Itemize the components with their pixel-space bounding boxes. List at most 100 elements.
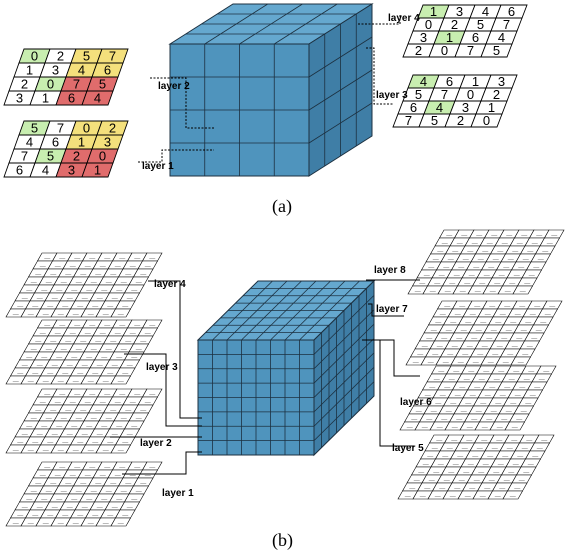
layer-4-value: 0 xyxy=(441,43,448,58)
layer-1-value: 1 xyxy=(94,163,101,178)
layer-1-value: 3 xyxy=(104,135,111,150)
cube-grid-line xyxy=(313,366,375,427)
right-layer-grids-b xyxy=(397,229,565,500)
layer-2-value: 7 xyxy=(109,49,116,64)
connector-layer-2 xyxy=(150,77,214,129)
layer-3-value: 3 xyxy=(462,100,469,115)
caption-b: (b) xyxy=(272,530,293,551)
cube-b-grid xyxy=(198,280,375,455)
b-layer-6-label: layer 6 xyxy=(400,397,432,408)
layer-2-value: 5 xyxy=(83,49,90,64)
cube-a-grid xyxy=(170,3,373,176)
layer-4-value: 1 xyxy=(446,30,453,45)
layer-3-value: 4 xyxy=(436,100,443,115)
b-layer-8-grid xyxy=(407,229,565,295)
layer-2-value: 4 xyxy=(94,91,101,106)
b-layer-1-grid xyxy=(5,461,163,527)
layer-2-value: 4 xyxy=(78,63,85,78)
layer-4-value: 6 xyxy=(472,30,479,45)
layer-3-cell xyxy=(470,113,503,128)
connector-b-layer-7 xyxy=(368,303,404,317)
layer-3-value: 6 xyxy=(446,74,453,89)
cube-grid-line xyxy=(299,280,360,341)
layer-2-value: 6 xyxy=(104,63,111,78)
layer-2-value: 2 xyxy=(21,77,28,92)
connector-layer-3 xyxy=(366,47,394,105)
b-layer-7-grid xyxy=(405,300,563,366)
b-layer-3-grid xyxy=(5,319,163,385)
b-layer-1-label: layer 1 xyxy=(162,488,194,499)
layer-2-value: 7 xyxy=(73,77,80,92)
layer-1-label: layer 1 xyxy=(142,161,174,172)
layer-4-value: 3 xyxy=(420,30,427,45)
layer-3-value: 2 xyxy=(457,113,464,128)
b-layer-3-label: layer 3 xyxy=(146,362,178,373)
b-layer-8-label: layer 8 xyxy=(374,265,406,276)
b-layer-6-grid-cell xyxy=(504,421,526,431)
layer-1-value: 6 xyxy=(16,163,23,178)
layer-4-value: 7 xyxy=(467,43,474,58)
layer-4-value: 5 xyxy=(493,43,500,58)
cube-grid-line xyxy=(308,102,373,144)
b-layer-2-label: layer 2 xyxy=(140,438,172,449)
layer-1-value: 2 xyxy=(109,121,116,136)
layer-1-cell xyxy=(81,162,114,178)
layer-3-value: 4 xyxy=(420,74,427,89)
layer-4-value: 2 xyxy=(451,17,458,32)
layer-1-value: 5 xyxy=(47,149,54,164)
layer-2-value: 0 xyxy=(47,77,54,92)
layer-2-value: 0 xyxy=(31,49,38,64)
layer-3-value: 1 xyxy=(472,74,479,89)
layer-2-value: 1 xyxy=(26,63,33,78)
layer-3-label: layer 3 xyxy=(376,90,408,101)
layer-4-value: 0 xyxy=(425,17,432,32)
connector-b-layer-4 xyxy=(148,280,202,419)
b-layer-4-grid xyxy=(5,252,163,318)
b-layer-3-grid-cell xyxy=(110,375,132,385)
layer-1-value: 1 xyxy=(78,135,85,150)
layer-3-value: 7 xyxy=(405,113,412,128)
layer-1-value: 7 xyxy=(57,121,64,136)
layer-1-value: 6 xyxy=(52,135,59,150)
b-layer-2-grid xyxy=(5,388,163,454)
b-layer-7-label: layer 7 xyxy=(376,304,408,315)
layer-4-cell xyxy=(480,43,513,58)
cube-grid-line xyxy=(308,69,373,111)
connector-layer-1 xyxy=(138,149,214,163)
layer-1-value: 3 xyxy=(68,163,75,178)
caption-a: (a) xyxy=(272,196,292,217)
layer-3-value: 0 xyxy=(483,113,490,128)
b-layer-2-grid-cell xyxy=(110,444,132,454)
layer-3-value: 2 xyxy=(493,87,500,102)
layer-3-value: 7 xyxy=(441,87,448,102)
b-layer-4-label: layer 4 xyxy=(154,279,186,290)
b-layer-7-grid-cell xyxy=(510,356,532,366)
layer-4-label: layer 4 xyxy=(388,13,420,24)
layer-1-value: 0 xyxy=(83,121,90,136)
layer-4-value: 4 xyxy=(498,30,505,45)
cube-b xyxy=(196,279,376,457)
b-layer-8-grid-cell xyxy=(512,285,534,295)
layer-3-value: 0 xyxy=(467,87,474,102)
connector-layer-4 xyxy=(358,14,401,25)
layer-2-value: 1 xyxy=(42,91,49,106)
layer-2-value: 3 xyxy=(52,63,59,78)
layer-4-value: 2 xyxy=(415,43,422,58)
connectors-b xyxy=(110,279,420,475)
layer-4-value: 7 xyxy=(503,17,510,32)
b-layer-6-grid xyxy=(399,365,557,431)
cube-grid-line xyxy=(284,280,346,341)
layer-4-value: 3 xyxy=(456,4,463,19)
b-layer-5-grid-cell xyxy=(502,490,524,500)
layer-1-value: 5 xyxy=(31,121,38,136)
cube-grid-line xyxy=(274,3,338,45)
layer-3-value: 6 xyxy=(410,100,417,115)
connector-b-layer-3 xyxy=(124,353,202,427)
left-layer-grids-b xyxy=(5,252,163,527)
layer-2-value: 6 xyxy=(68,91,75,106)
